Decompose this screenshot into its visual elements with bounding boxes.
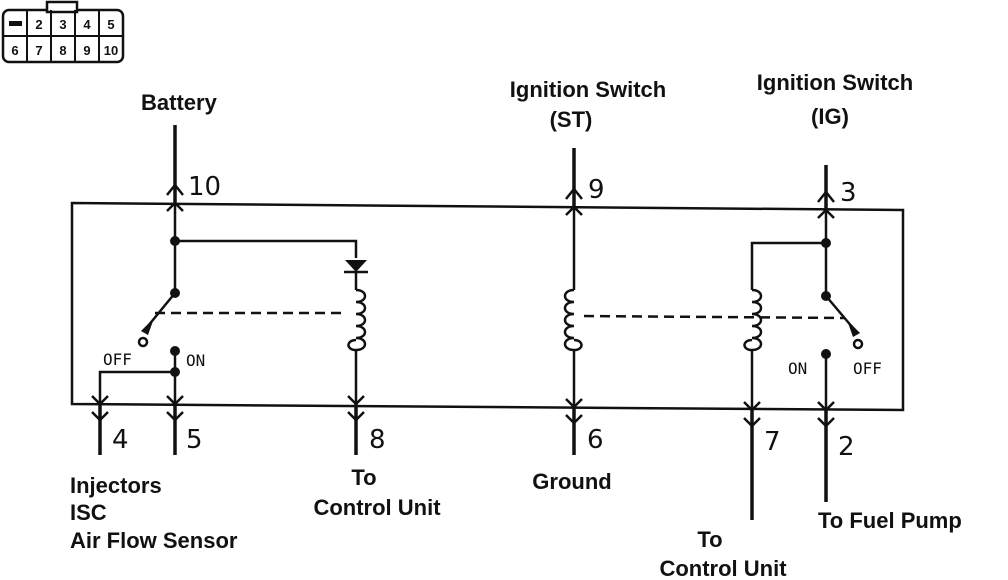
pin-number: 9 <box>588 175 605 205</box>
terminal-2-arrow-icon <box>817 417 835 428</box>
coil-icon <box>563 288 583 352</box>
to-control-unit-8-sublabel: Control Unit <box>313 495 441 520</box>
right-switch-off-label: OFF <box>853 359 882 378</box>
terminal-10-arrow-icon <box>166 182 184 196</box>
pin-number: 2 <box>838 432 855 462</box>
connector-cell: 8 <box>59 43 66 58</box>
connector-key-icon <box>9 21 22 26</box>
left-relay <box>98 203 368 404</box>
connector-cell: 9 <box>83 43 90 58</box>
terminal-3-arrow-icon <box>817 189 835 203</box>
left-switch-on-label: ON <box>186 351 205 370</box>
fuel-pump-label: To Fuel Pump <box>818 508 962 533</box>
pin-number: 10 <box>188 172 221 202</box>
right-switch-on-label: ON <box>788 359 807 378</box>
diode-icon <box>344 260 368 274</box>
connector-pinout: 2 3 4 5 6 7 8 9 10 <box>1 0 125 64</box>
pin-number: 7 <box>764 427 781 457</box>
terminal-8-arrow-icon <box>347 411 365 422</box>
isc-label: ISC <box>70 500 107 525</box>
connector-cell: 2 <box>35 17 42 32</box>
left-switch-off-label: OFF <box>103 350 132 369</box>
connector-cell: 3 <box>59 17 66 32</box>
center-coil <box>563 207 583 407</box>
pin-number: 3 <box>840 178 857 208</box>
switch-arrow-icon <box>141 318 154 335</box>
to-control-unit-7-label: To <box>697 527 722 552</box>
injectors-label: Injectors <box>70 473 162 498</box>
to-control-unit-7-sublabel: Control Unit <box>659 556 787 580</box>
connector-cell: 5 <box>107 17 114 32</box>
ign-st-sublabel: (ST) <box>550 107 593 132</box>
connector-cell: 7 <box>35 43 42 58</box>
terminal-9-arrow-icon <box>565 186 583 200</box>
ground-label: Ground <box>532 469 611 494</box>
ign-ig-label: Ignition Switch <box>757 70 913 95</box>
coil-icon <box>347 288 367 352</box>
connector-cell: 6 <box>11 43 18 58</box>
terminal-5-arrow-icon <box>166 411 184 422</box>
pin-number: 4 <box>112 425 129 455</box>
pin-number: 8 <box>369 425 386 455</box>
terminal-6-arrow-icon <box>565 414 583 425</box>
connector-cell: 10 <box>104 43 118 58</box>
relay-housing <box>70 201 905 412</box>
pin-number: 6 <box>587 425 604 455</box>
coil-icon <box>743 288 763 352</box>
ign-st-label: Ignition Switch <box>510 77 666 102</box>
terminal-7-arrow-icon <box>743 417 761 428</box>
air-flow-sensor-label: Air Flow Sensor <box>70 528 238 553</box>
right-relay <box>743 210 864 410</box>
terminal-arrows <box>91 182 835 428</box>
terminal-4-arrow-icon <box>91 411 109 422</box>
linkage-right <box>583 314 846 320</box>
pin-number: 5 <box>186 425 203 455</box>
ign-ig-sublabel: (IG) <box>811 104 849 129</box>
connector-cell: 4 <box>83 17 91 32</box>
switch-arrow-icon <box>847 320 860 337</box>
battery-label: Battery <box>141 90 218 115</box>
to-control-unit-8-label: To <box>351 465 376 490</box>
